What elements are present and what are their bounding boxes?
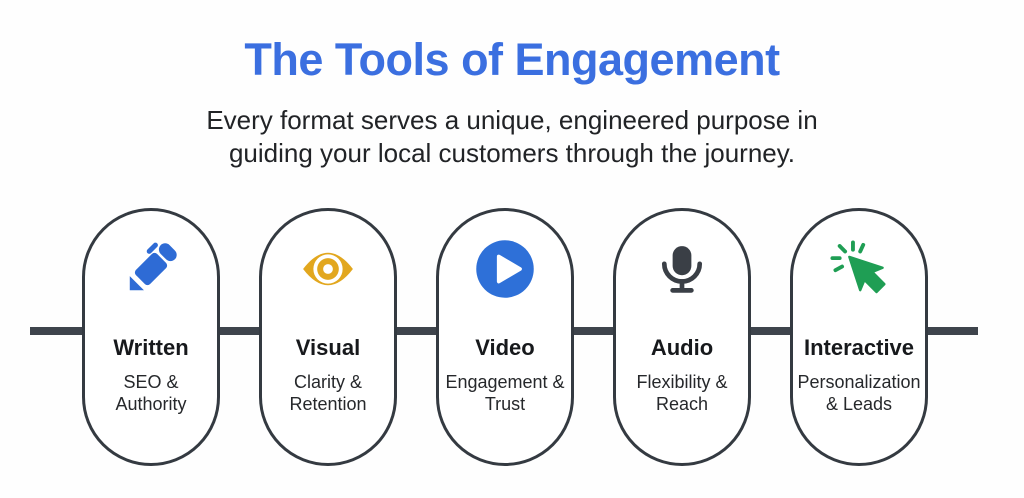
header: The Tools of Engagement Every format ser… [0,34,1024,170]
tool-sublabel: Flexibility & Reach [636,372,728,414]
tool-label: Interactive [803,335,915,360]
microphone-icon [657,237,707,301]
tool-sublabel: Personalization & Leads [797,372,921,414]
tool-label: Audio [650,335,714,360]
tool-label: Video [475,335,535,360]
tool-card-interactive: Interactive Personalization & Leads [790,208,928,466]
tool-cards-row: Written SEO & Authority Visual Clarity &… [0,208,1017,466]
subtitle-line-2: guiding your local customers through the… [228,137,796,168]
tool-sublabel: Clarity & Retention [289,372,367,414]
tool-sublabel: SEO & Authority [115,372,187,414]
tool-card-audio: Audio Flexibility & Reach [613,208,751,466]
eye-icon [296,237,360,301]
pen-icon [121,237,181,301]
tool-card-visual: Visual Clarity & Retention [259,208,397,466]
subtitle-line-1: Every format serves a unique, engineered… [206,104,818,135]
tool-label: Visual [295,335,361,360]
tool-label: Written [113,335,189,360]
page-title: The Tools of Engagement [244,34,780,85]
cursor-click-icon [830,237,888,301]
tool-card-video: Video Engagement & Trust [436,208,574,466]
tool-sublabel: Engagement & Trust [445,372,565,414]
play-icon [475,237,535,301]
tool-card-written: Written SEO & Authority [82,208,220,466]
page-subtitle: Every format serves a unique, engineered… [0,104,1024,170]
